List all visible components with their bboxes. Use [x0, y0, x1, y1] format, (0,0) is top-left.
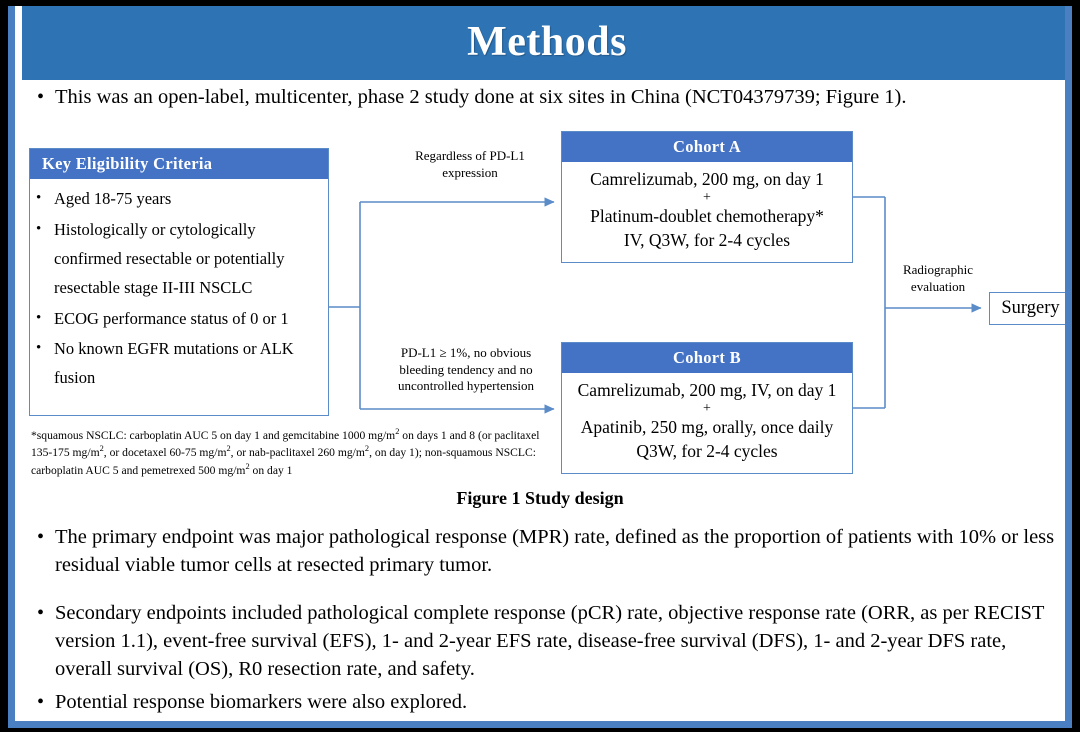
list-item-label: No known EGFR mutations or ALK fusion: [54, 339, 294, 388]
connector-label-right: Radiographic evaluation: [883, 262, 993, 295]
cohort-a-line-3: IV, Q3W, for 2-4 cycles: [623, 229, 791, 250]
list-item: • Aged 18-75 years: [36, 185, 322, 214]
intro-bullet-text: This was an open-label, multicenter, pha…: [55, 86, 907, 108]
endpoint-biomarkers-text: Potential response biomarkers were also …: [55, 691, 468, 713]
cohort-b-line-1: Camrelizumab, 200 mg, IV, on day 1: [577, 380, 837, 400]
endpoint-secondary-text: Secondary endpoints included pathologica…: [55, 602, 1045, 680]
cohort-a-body: Camrelizumab, 200 mg, on day 1 + Platinu…: [562, 162, 852, 260]
slide-content-frame: Methods • This was an open-label, multic…: [8, 6, 1072, 728]
endpoint-bullet-row-primary: • The primary endpoint was major patholo…: [37, 524, 1055, 580]
bullet-icon: •: [37, 526, 45, 548]
bullet-icon: •: [36, 309, 42, 326]
bullet-icon: •: [37, 86, 45, 108]
intro-bullet-row: • This was an open-label, multicenter, p…: [37, 84, 1057, 112]
endpoint-bullet-row-secondary: • Secondary endpoints included pathologi…: [37, 600, 1055, 684]
cohort-b-header: Cohort B: [562, 343, 852, 373]
cohort-a-plus: +: [703, 190, 711, 206]
bullet-icon: •: [36, 190, 42, 206]
bullet-icon: •: [36, 340, 42, 357]
connector-label-bottom-line-1: PD-L1 ≥ 1%, no obvious: [400, 345, 532, 360]
cohort-a-line-2: Platinum-doublet chemotherapy*: [590, 206, 824, 227]
eligibility-criteria-box: Key Eligibility Criteria • Aged 18-75 ye…: [29, 148, 329, 416]
list-item: • No known EGFR mutations or ALK fusion: [36, 335, 322, 393]
eligibility-list: • Aged 18-75 years • Histologically or c…: [30, 185, 328, 393]
surgery-label: Surgery: [1001, 298, 1060, 318]
endpoint-primary-text: The primary endpoint was major pathologi…: [55, 526, 1055, 576]
connector-label-top-line-2: expression: [442, 164, 498, 180]
study-design-figure: Key Eligibility Criteria • Aged 18-75 ye…: [15, 118, 1065, 510]
slide-title-bar: Methods: [22, 6, 1065, 80]
figure-caption: Figure 1 Study design: [456, 488, 624, 508]
bullet-icon: •: [37, 691, 45, 713]
list-item: • Histologically or cytologically confir…: [36, 216, 322, 303]
cohort-a-header: Cohort A: [562, 132, 852, 162]
connector-label-right-line-1: Radiographic: [902, 262, 974, 277]
cohort-b-body: Camrelizumab, 200 mg, IV, on day 1 + Apa…: [562, 373, 852, 471]
cohort-b-box: Cohort B Camrelizumab, 200 mg, IV, on da…: [561, 342, 853, 474]
page-title: Methods: [467, 19, 627, 65]
connector-label-top-line-1: Regardless of PD-L1: [415, 148, 525, 163]
list-item-label: Histologically or cytologically confirme…: [54, 219, 285, 297]
endpoint-bullet-row-biomarkers: • Potential response biomarkers were als…: [37, 689, 1055, 717]
eligibility-header: Key Eligibility Criteria: [30, 149, 328, 179]
cohort-b-plus: +: [703, 401, 711, 417]
connector-label-bottom-line-3: uncontrolled hypertension: [397, 378, 535, 394]
cohort-b-line-3: Q3W, for 2-4 cycles: [636, 440, 778, 461]
figure-footnote: *squamous NSCLC: carboplatin AUC 5 on da…: [31, 427, 540, 477]
bullet-icon: •: [37, 602, 45, 624]
surgery-box: Surgery: [989, 292, 1065, 325]
connector-label-right-line-2: evaluation: [910, 278, 966, 294]
list-item-label: Aged 18-75 years: [54, 189, 172, 208]
connector-label-bottom: PD-L1 ≥ 1%, no obvious bleeding tendency…: [371, 345, 561, 395]
connector-label-bottom-line-2: bleeding tendency and no: [399, 361, 533, 377]
cohort-a-line-1: Camrelizumab, 200 mg, on day 1: [590, 169, 824, 189]
list-item-label: ECOG performance status of 0 or 1: [54, 308, 289, 328]
list-item: • ECOG performance status of 0 or 1: [36, 305, 322, 334]
cohort-a-box: Cohort A Camrelizumab, 200 mg, on day 1 …: [561, 131, 853, 263]
connector-label-top: Regardless of PD-L1 expression: [385, 148, 555, 181]
bullet-icon: •: [36, 220, 42, 237]
cohort-b-line-2: Apatinib, 250 mg, orally, once daily: [580, 417, 834, 438]
